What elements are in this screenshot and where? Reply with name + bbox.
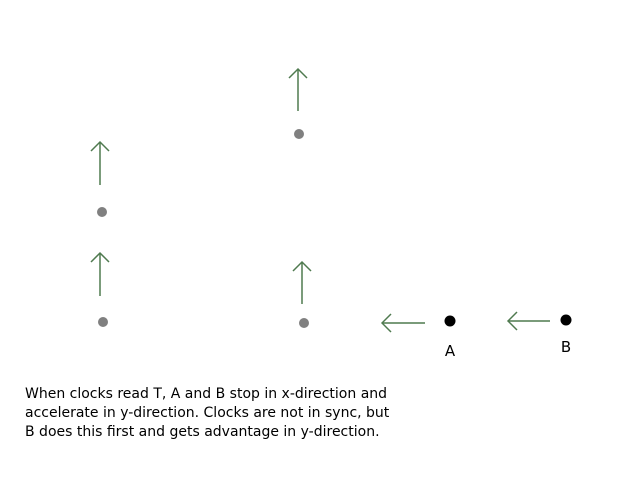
- clock-a-ghost-dot-lower: [98, 317, 108, 327]
- clock-b-dot: [560, 314, 572, 326]
- left-arrow-icon: [506, 311, 550, 331]
- clock-b-ghost-dot-lower: [299, 318, 309, 328]
- up-arrow-icon: [90, 140, 110, 185]
- up-arrow-icon: [288, 67, 308, 111]
- clock-a-dot: [444, 315, 456, 327]
- up-arrow-icon: [292, 260, 312, 304]
- caption-line: accelerate in y-direction. Clocks are no…: [25, 405, 390, 421]
- clock-a-ghost-dot-upper: [97, 207, 107, 217]
- caption-line: When clocks read T, A and B stop in x-di…: [25, 386, 388, 402]
- clock-a-label: A: [445, 342, 456, 360]
- up-arrow-icon: [90, 251, 110, 296]
- left-arrow-icon: [380, 313, 425, 333]
- caption: When clocks read T, A and B stop in x-di…: [25, 385, 445, 442]
- clock-b-label: B: [561, 338, 571, 356]
- clock-b-ghost-dot-upper: [294, 129, 304, 139]
- caption-line: B does this first and gets advantage in …: [25, 424, 380, 440]
